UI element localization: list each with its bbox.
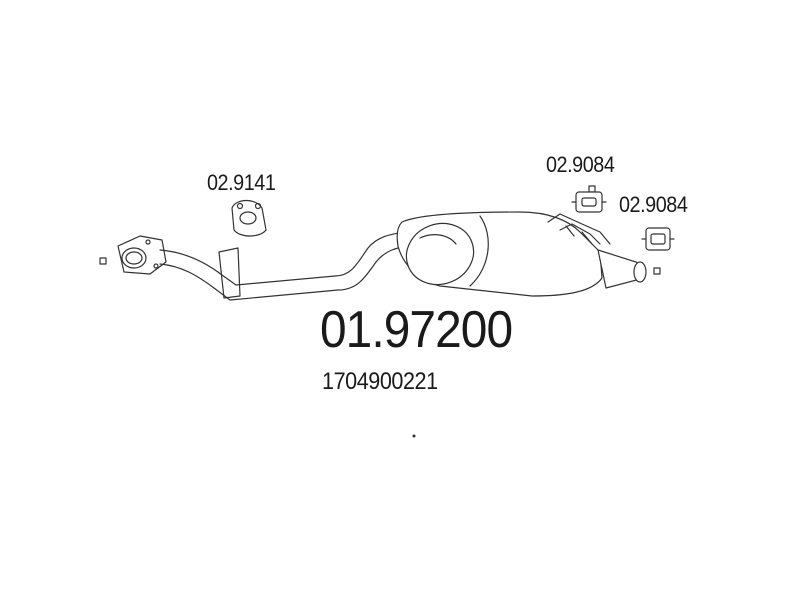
hanger-label-3: 02.9084 — [619, 192, 688, 217]
muffler-brackets — [547, 213, 611, 245]
speck-dot — [412, 434, 416, 438]
hanger-label-2: 02.9084 — [546, 152, 615, 177]
exhaust-pipe — [159, 231, 409, 301]
hanger-icon-2 — [571, 191, 607, 213]
oem-number: 1704900221 — [322, 368, 438, 395]
inlet-flange — [117, 235, 167, 275]
tailpipe — [597, 249, 647, 289]
hanger-label-1: 02.9141 — [207, 170, 276, 195]
hanger-icon-3 — [641, 227, 675, 251]
muffler — [396, 211, 603, 297]
hanger-marker-2 — [588, 185, 596, 193]
end-marker-right — [653, 267, 661, 275]
hanger-icon-1 — [231, 199, 267, 237]
part-number: 01.97200 — [320, 301, 513, 359]
end-marker-left — [99, 257, 107, 265]
pipe-clamp — [218, 247, 241, 299]
